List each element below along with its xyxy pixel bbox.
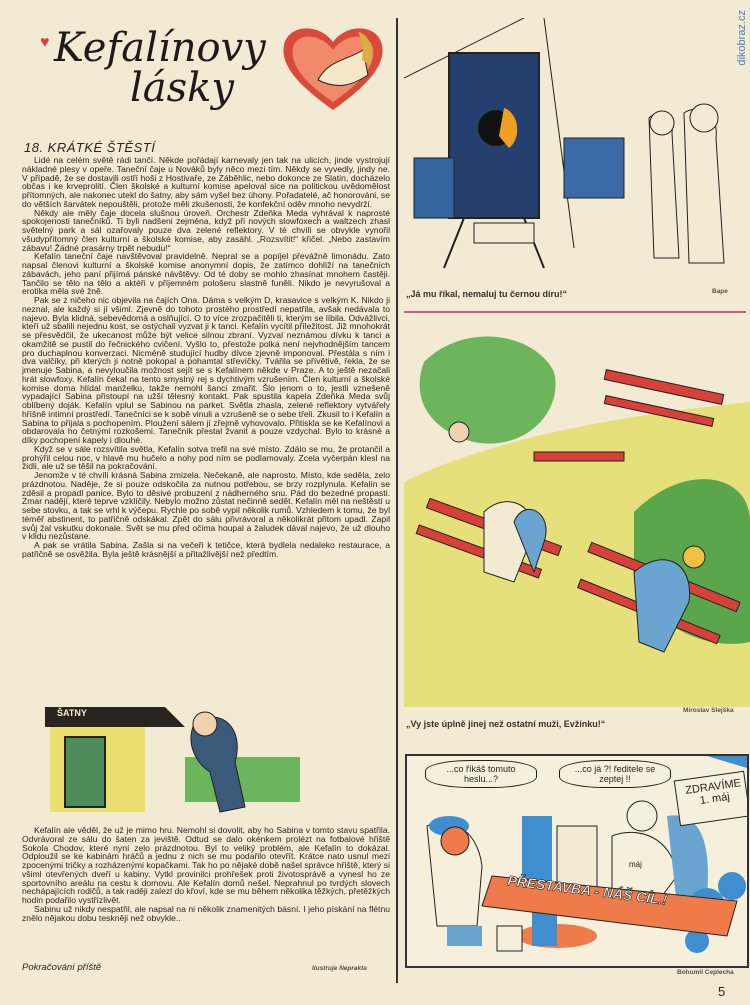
paper-label: máj xyxy=(629,860,642,869)
paragraph: Pak se z ničeho nic objevila na čajích O… xyxy=(22,295,390,445)
paragraph: Lidé na celém světě rádi tančí. Někde po… xyxy=(22,155,390,209)
speech-bubble-painter: ...co říkáš tomuto heslu...? xyxy=(425,760,537,788)
article-body-bottom: Kefalín ale věděl, že už je mimo hru. Ne… xyxy=(22,826,390,922)
cartoon-3-author: Bohumil Ceplecha xyxy=(677,969,734,976)
logo-line-1: Kefalínovy xyxy=(54,25,266,71)
paragraph: Kefalín taneční čaje navštěvoval pravide… xyxy=(22,251,390,297)
logo-line-2: lásky xyxy=(130,65,235,111)
paragraph: Kefalín ale věděl, že už je mimo hru. Ne… xyxy=(22,825,390,905)
speech-bubble-director: ...co já ?! ředitele se zeptej !! xyxy=(559,760,671,788)
cartoon-black-hole-painting xyxy=(404,18,725,269)
heart-arrow-icon: ♥ xyxy=(40,34,50,51)
paragraph: Sabinu už nikdy nespatřil, ale napsal na… xyxy=(22,903,390,923)
section-rule xyxy=(404,311,746,313)
page-number: 5 xyxy=(718,984,726,999)
cartoon-2-author: Miroslav Slejška xyxy=(683,707,734,714)
paragraph: Jenomže v té chvíli krásná Sabina zmizel… xyxy=(22,470,390,542)
continued-note: Pokračování příště xyxy=(22,962,102,973)
heart-figure-illustration xyxy=(283,28,383,110)
article-body-top: Lidé na celém světě rádi tančí. Někde po… xyxy=(22,156,390,559)
cloakroom-illustration: ŠATNY xyxy=(45,702,305,817)
paragraph: Když se v sále rozsvítila světla, Kefalí… xyxy=(22,443,390,472)
illustrator-credit: Ilustruje Neprakta xyxy=(312,965,367,972)
cartoon-1-author: Bape xyxy=(712,288,728,295)
chapter-title: 18. KRÁTKÉ ŠTĚSTÍ xyxy=(24,140,156,155)
cloakroom-sign: ŠATNY xyxy=(57,708,87,718)
paragraph: Někdy ale měly čaje docela slušnou úrove… xyxy=(22,207,390,253)
column-divider xyxy=(396,18,398,983)
cartoon-2-caption: „Vy jste úplně jinej než ostatní muži, E… xyxy=(406,719,606,729)
watermark: dikobraz.cz xyxy=(736,10,748,66)
paragraph: A pak se vrátila Sabina. Zašla si na več… xyxy=(22,540,390,559)
cartoon-1-caption: „Já mu říkal, nemaluj tu černou díru!“ xyxy=(406,289,568,299)
cartoon-perestroika: ...co říkáš tomuto heslu...? ...co já ?!… xyxy=(405,754,749,968)
cartoon-park-benches xyxy=(404,336,750,707)
